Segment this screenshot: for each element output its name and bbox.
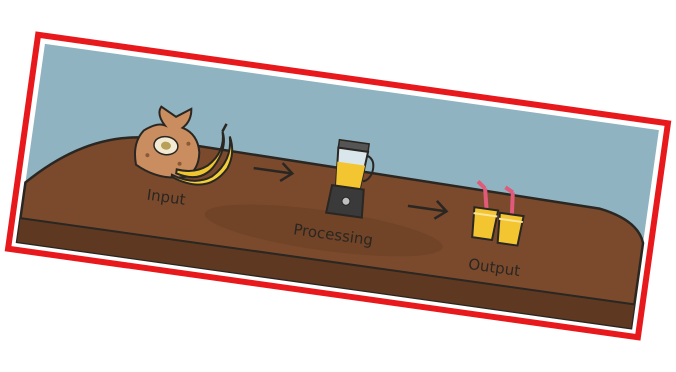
juice-glass-icon — [496, 185, 525, 247]
rotated-illustration: Input Processing — [4, 31, 672, 341]
bag-icon — [133, 105, 201, 179]
input-group: Input — [133, 105, 234, 209]
arrow-right-icon — [253, 162, 295, 182]
input-label: Input — [146, 186, 187, 209]
arrow-right-icon — [407, 200, 449, 220]
table-shadow — [204, 204, 443, 257]
table-edge-line — [20, 217, 635, 306]
juice-glass-icon — [471, 180, 500, 242]
banana-icon — [170, 123, 234, 186]
table-edge — [17, 218, 635, 329]
blender-icon — [324, 138, 375, 219]
red-frame — [4, 31, 672, 341]
